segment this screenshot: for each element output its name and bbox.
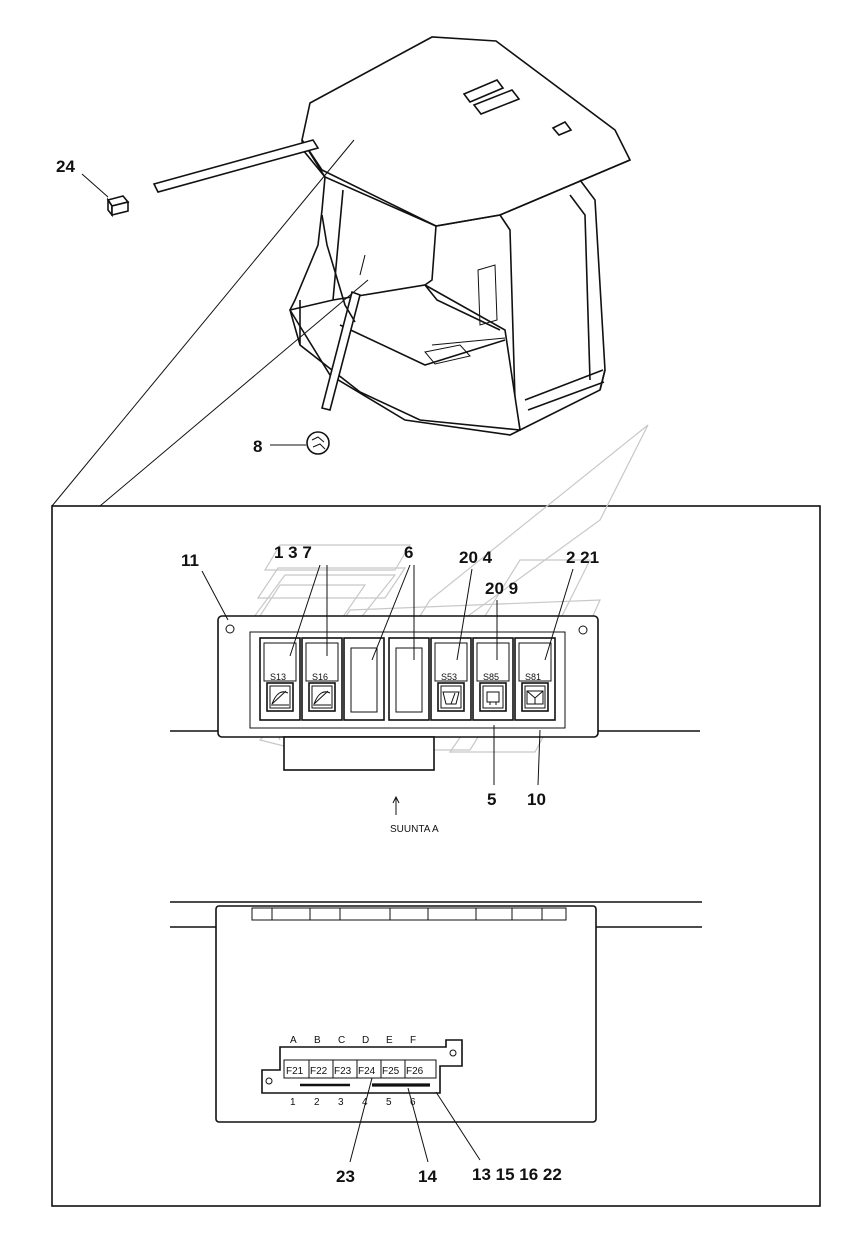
- callout-14: 14: [418, 1167, 437, 1186]
- callout-5: 5: [487, 790, 496, 809]
- blank-panel-icon: [350, 647, 378, 713]
- switch-code-label: S85: [483, 672, 499, 682]
- switch-rocker: [437, 682, 465, 712]
- switch-bezel: [343, 637, 385, 721]
- callout-23: 23: [336, 1167, 355, 1186]
- callout-6: 6: [404, 543, 413, 562]
- fuse-column-letter: C: [338, 1035, 345, 1046]
- fuse-position-number: 2: [314, 1097, 320, 1108]
- fan-icon: [526, 690, 544, 705]
- fuse-row: A B C D E F F21 F22 F23 F24 F25 F26 1 2 3 4 5 6: [286, 1035, 424, 1108]
- switch-1: S13: [259, 637, 301, 721]
- fuse-column-letter: A: [290, 1035, 297, 1046]
- switch-label-window: [263, 642, 297, 682]
- switch-label-window: [305, 642, 339, 682]
- callout-11: 11: [181, 551, 199, 570]
- switch-bezel: [388, 637, 430, 721]
- callout-2-21: 2 21: [566, 548, 599, 567]
- fuse-position-number: 6: [410, 1097, 416, 1108]
- view-label: SUUNTA A: [390, 824, 439, 835]
- fuse-holder: [261, 1039, 463, 1094]
- callout-13-15-16-22: 13 15 16 22: [472, 1165, 562, 1184]
- switch-code-label: S53: [441, 672, 457, 682]
- fuse-position-number: 4: [362, 1097, 368, 1108]
- relay-part-24: [106, 195, 130, 218]
- switch-label-window: [518, 642, 552, 682]
- fuse-label: F24: [358, 1066, 376, 1077]
- fuse-position-number: 3: [338, 1097, 344, 1108]
- switch-rocker: [521, 682, 549, 712]
- switch-code-label: S81: [525, 672, 541, 682]
- rear-wiper-icon: [271, 690, 289, 706]
- callout-10: 10: [527, 790, 546, 809]
- callout-24: 24: [56, 157, 75, 176]
- switch-rocker: [479, 682, 507, 712]
- fuse-position-number: 1: [290, 1097, 296, 1108]
- blank-panel-icon: [395, 647, 423, 713]
- switch-2: S16: [301, 637, 343, 721]
- callout-20-9: 20 9: [485, 579, 518, 598]
- roof-wiper-icon: [442, 691, 460, 705]
- switch-code-label: S13: [270, 672, 286, 682]
- switch-3: [343, 637, 385, 721]
- callout-8: 8: [253, 437, 262, 456]
- switch-5: S53: [430, 637, 472, 721]
- fuse-column-letter: D: [362, 1035, 369, 1046]
- fuse-label: F25: [382, 1066, 400, 1077]
- leader-line-left: [51, 139, 355, 507]
- fuse-label: F26: [406, 1066, 424, 1077]
- leader-line-right: [99, 279, 369, 507]
- fuse-column-letter: F: [410, 1035, 416, 1046]
- switch-code-label: S16: [312, 672, 328, 682]
- screw-part-8: [306, 431, 330, 455]
- fuse-label: F23: [334, 1066, 352, 1077]
- callout-1-3-7: 1 3 7: [274, 543, 312, 562]
- switch-label-window: [434, 642, 468, 682]
- switch-6: S85: [472, 637, 514, 721]
- callout-20-4: 20 4: [459, 548, 493, 567]
- front-wiper-icon: [313, 690, 331, 706]
- fuse-column-letter: E: [386, 1035, 393, 1046]
- cab-drawing: [152, 36, 632, 436]
- switch-row: S13 S16 S53 S85 S81: [259, 637, 556, 721]
- detail-frame: [51, 505, 821, 1207]
- fuse-label: F22: [310, 1066, 328, 1077]
- fuse-column-letter: B: [314, 1035, 321, 1046]
- switch-7: S81: [514, 637, 556, 721]
- fuse-label: F21: [286, 1066, 304, 1077]
- washer-icon: [486, 691, 500, 705]
- switch-4: [388, 637, 430, 721]
- switch-label-window: [476, 642, 510, 682]
- fuse-position-number: 5: [386, 1097, 392, 1108]
- view-arrow-icon: [392, 795, 400, 815]
